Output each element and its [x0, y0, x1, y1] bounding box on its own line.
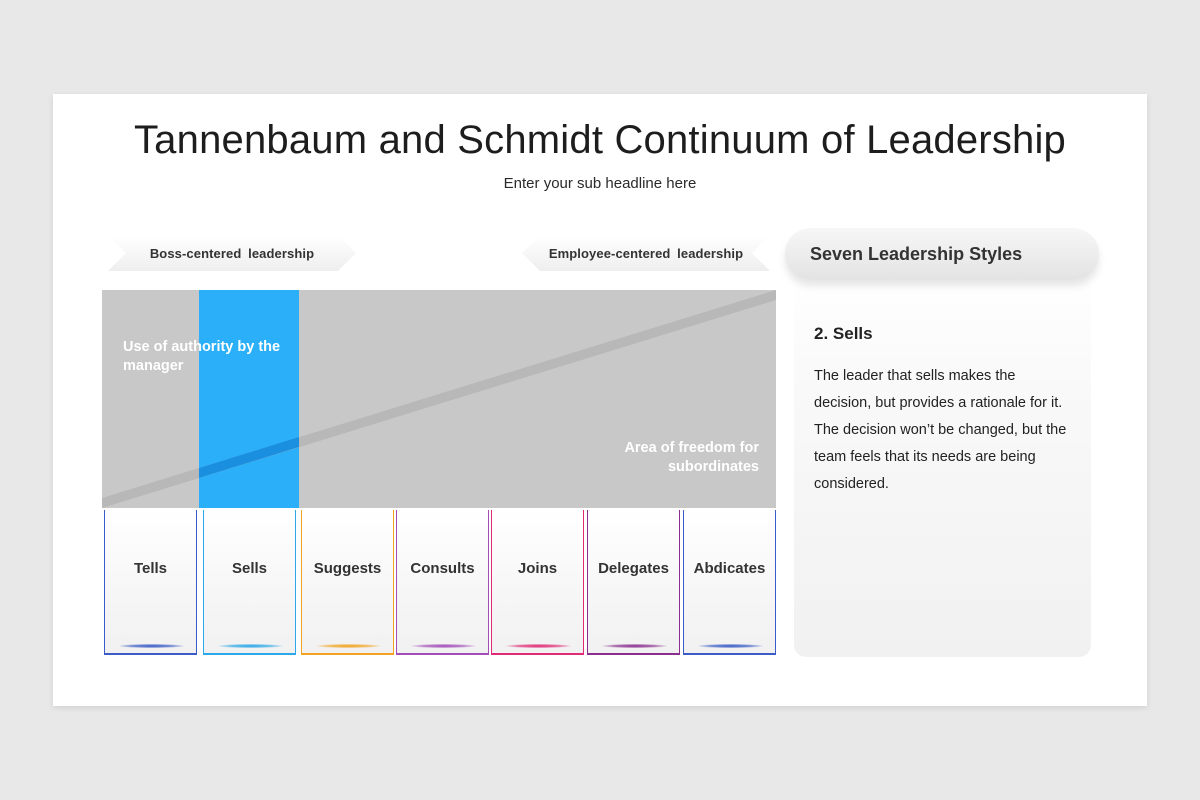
panel-header: Seven Leadership Styles — [785, 228, 1099, 280]
style-label: Tells — [133, 560, 168, 577]
style-glow — [411, 644, 476, 648]
style-label: Joins — [517, 560, 558, 577]
style-card-suggests[interactable]: Suggests — [301, 510, 394, 655]
slide-subtitle: Enter your sub headline here — [503, 175, 697, 192]
freedom-label: Area of freedom for subordinates — [624, 440, 759, 475]
style-glow — [698, 644, 763, 648]
style-label: Abdicates — [693, 560, 766, 577]
slide: Tannenbaum and Schmidt Continuum of Lead… — [53, 94, 1147, 706]
slide-title: Tannenbaum and Schmidt Continuum of Lead… — [133, 118, 1066, 162]
style-label: Suggests — [313, 560, 382, 577]
boss-centered-ribbon: Boss-centered leadership — [108, 235, 356, 271]
continuum-graph: Use of authority by the manager Area of … — [102, 290, 776, 508]
authority-label: Use of authority by the manager — [123, 339, 281, 374]
style-label: Sells — [231, 560, 268, 577]
detail-panel — [794, 274, 1091, 657]
style-glow — [218, 644, 283, 648]
employee-centered-ribbon: Employee-centered leadership — [522, 235, 770, 271]
style-card-joins[interactable]: Joins — [491, 510, 584, 655]
style-card-abdicates[interactable]: Abdicates — [683, 510, 776, 655]
style-card-delegates[interactable]: Delegates — [587, 510, 680, 655]
employee-centered-label: Employee-centered leadership — [548, 245, 744, 261]
style-cards: Tells Sells Suggests Consults Joins Dele… — [104, 510, 776, 658]
style-card-tells[interactable]: Tells — [104, 510, 197, 655]
panel-title: 2. Sells — [814, 324, 873, 343]
boss-centered-label: Boss-centered leadership — [149, 245, 315, 261]
panel-body: The leader that sells makes the decision… — [814, 368, 1067, 492]
style-card-consults[interactable]: Consults — [396, 510, 489, 655]
style-card-sells[interactable]: Sells — [203, 510, 296, 655]
style-glow — [316, 644, 381, 648]
style-glow — [506, 644, 571, 648]
continuum-diagonal-highlight — [199, 437, 299, 478]
style-glow — [119, 644, 184, 648]
style-label: Delegates — [598, 560, 669, 577]
continuum-svg — [102, 290, 776, 508]
style-label: Consults — [410, 560, 475, 577]
highlight-column — [199, 290, 299, 508]
style-glow — [602, 644, 667, 648]
